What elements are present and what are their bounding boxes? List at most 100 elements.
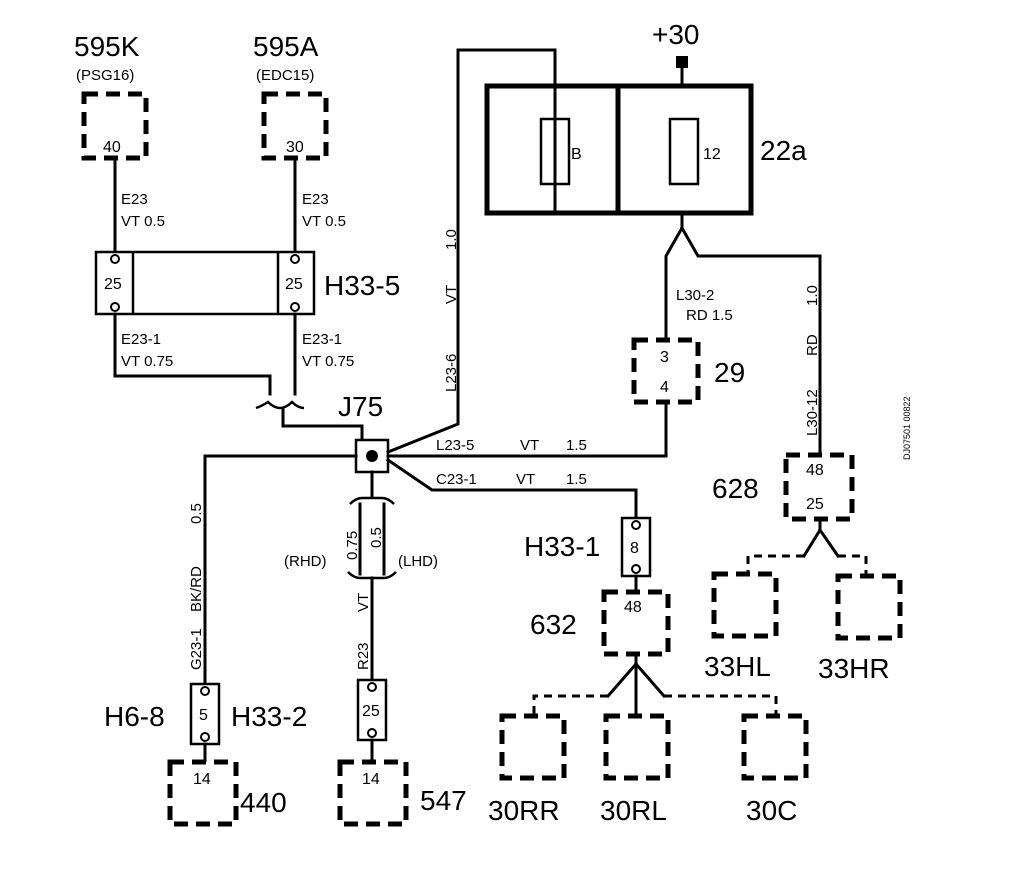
module-30rl-id: 30RL — [600, 795, 667, 826]
wire-632-to-30c-dashed — [664, 694, 778, 716]
wire-l30-12-color-text: RD — [804, 334, 821, 356]
wire-c23-1-size: 1.5 — [566, 471, 587, 488]
wire-e23-1-right-code: E23-1 — [302, 331, 342, 348]
wire-l30-12 — [679, 225, 822, 457]
module-33hr-id: 33HR — [818, 653, 890, 684]
module-29-pin-bottom: 4 — [660, 379, 669, 396]
wire-r23-rhd-label: (RHD) — [284, 553, 327, 570]
pin-dot — [367, 682, 377, 692]
module-632-id: 632 — [530, 609, 577, 640]
wire-l23-5-color: VT — [520, 437, 539, 454]
module-632-pin: 48 — [624, 599, 642, 616]
junction-j75-id: J75 — [338, 391, 383, 422]
wire-e23-left-spec: VT 0.5 — [121, 213, 165, 230]
wire-g23-1-code-text: G23-1 — [188, 628, 205, 670]
module-29-box — [631, 337, 701, 405]
wire-r23-rhd-size: 0.75 — [344, 531, 361, 560]
wire-l23-6-code: L23-6 — [443, 354, 460, 392]
wire-g23-1 — [203, 454, 358, 686]
module-595k: 595K (PSG16) 40 — [74, 31, 149, 161]
wire-e23-1-left-spec: VT 0.75 — [121, 353, 173, 370]
drawing-ref-text: DJ07501 00822 — [902, 396, 912, 460]
fuse-12 — [668, 117, 700, 186]
module-30rl-box — [603, 713, 671, 781]
wire-l23-6-color: VT — [443, 285, 460, 304]
module-595k-sub: (PSG16) — [76, 67, 134, 84]
wire-r23-code: R23 — [355, 642, 372, 670]
wire-l23-5 — [386, 400, 668, 458]
wire-628-to-33hr-dashed — [838, 554, 868, 574]
pin-dot — [631, 520, 641, 530]
module-29-pin-top: 3 — [660, 349, 669, 366]
rhd-lhd-bracket-top — [349, 496, 395, 505]
module-595a-id: 595A — [253, 31, 319, 62]
supply-label: +30 — [652, 19, 700, 50]
wire-l23-6-size-text: 1.0 — [443, 229, 460, 250]
pin-dot — [200, 686, 210, 696]
wire-g23-1-code: G23-1 — [188, 628, 205, 670]
connector-h33-5-id: H33-5 — [324, 270, 400, 301]
wire-e23-left-code: E23 — [121, 191, 148, 208]
wire-e23-1-joined — [281, 408, 364, 448]
module-33hl-id: 33HL — [704, 651, 771, 682]
splice-bracket — [255, 400, 305, 410]
pin-dot — [110, 302, 120, 312]
wire-l30-2 — [664, 211, 684, 342]
pin-dot — [200, 732, 210, 742]
wire-g23-1-color: BK/RD — [188, 566, 205, 612]
module-30rr-box — [499, 713, 567, 781]
wire-e23-1-right-spec: VT 0.75 — [302, 353, 354, 370]
supply-terminal: +30 — [652, 19, 700, 88]
wire-l23-5-code: L23-5 — [436, 437, 474, 454]
module-595k-id: 595K — [74, 31, 140, 62]
wire-l23-6-color-text: VT — [443, 285, 460, 304]
wire-632-to-30c — [633, 661, 667, 699]
module-547-pin: 14 — [362, 771, 380, 788]
wire-l30-2-code: L30-2 — [676, 287, 714, 304]
module-595k-pin: 40 — [103, 139, 121, 156]
connector-h33-2-id: H33-2 — [231, 701, 307, 732]
module-628-id: 628 — [712, 473, 759, 504]
wire-c23-1-code: C23-1 — [436, 471, 477, 488]
module-547-box — [337, 759, 409, 827]
module-440-pin: 14 — [193, 771, 211, 788]
module-628-pin-bottom: 25 — [806, 496, 824, 513]
drawing-ref: DJ07501 00822 — [902, 396, 912, 460]
module-440-id: 440 — [240, 787, 287, 818]
pin-dot — [631, 564, 641, 574]
wire-l30-12-size: 1.0 — [804, 285, 821, 306]
wire-c23-1 — [385, 457, 638, 520]
wire-l30-12-code-text: L30-12 — [804, 389, 821, 436]
connector-h33-5-body — [94, 250, 316, 316]
module-628: 48 25 628 — [712, 452, 855, 522]
wire-l23-6-label: L23-6 — [443, 354, 460, 392]
junction-j75-node — [366, 450, 378, 462]
module-632-box — [601, 589, 671, 657]
module-30c-id: 30C — [746, 795, 797, 826]
module-632: 48 632 — [530, 589, 671, 657]
wire-r23-lhd-size: 0.5 — [368, 527, 385, 548]
module-29: 3 4 29 — [631, 337, 745, 405]
wire-e23-1-left — [113, 312, 272, 396]
fusebox-id: 22a — [760, 135, 807, 166]
module-595a: 595A (EDC15) 30 — [253, 31, 329, 161]
junction-j75: J75 — [338, 391, 390, 474]
connector-r23-pin: 25 — [362, 703, 380, 720]
wire-l30-2-spec: RD 1.5 — [686, 307, 733, 324]
module-33hr-box — [835, 573, 903, 641]
pin-dot — [290, 254, 300, 264]
module-595a-box — [261, 91, 329, 161]
wire-l23-6 — [386, 48, 557, 454]
module-595a-sub: (EDC15) — [256, 67, 314, 84]
wire-e23-right-spec: VT 0.5 — [302, 213, 346, 230]
fuse-12-label: 12 — [703, 146, 721, 163]
connector-h33-1: 8 H33-1 — [524, 516, 652, 578]
wire-r23-color: VT — [355, 593, 372, 612]
connector-h33-2-pin: 5 — [199, 707, 208, 724]
wire-g23-1-size: 0.5 — [188, 503, 205, 524]
wire-e23-right-code: E23 — [302, 191, 329, 208]
connector-r23: 25 — [356, 678, 388, 742]
pin-dot — [290, 302, 300, 312]
pin-dot — [367, 728, 377, 738]
module-29-id: 29 — [714, 357, 745, 388]
